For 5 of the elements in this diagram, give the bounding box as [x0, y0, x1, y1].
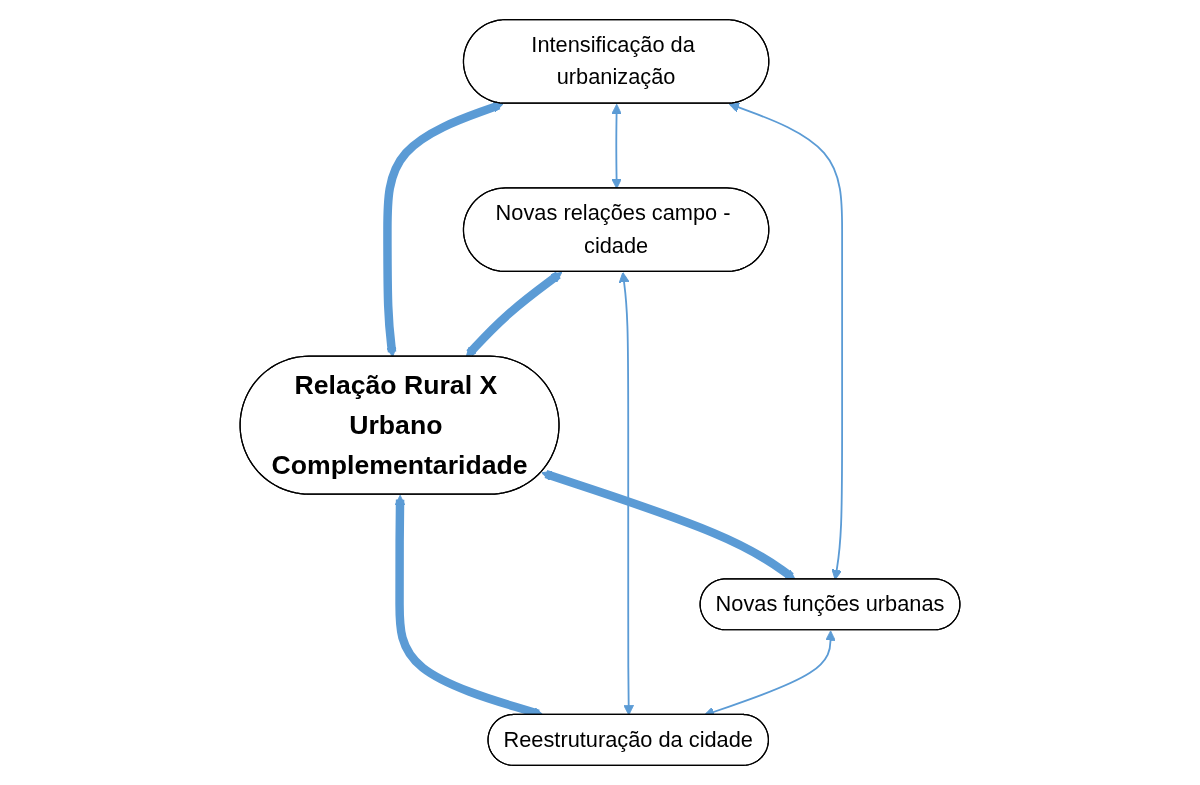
arrow: [728, 102, 843, 580]
arrow: [465, 271, 563, 358]
arrow: [611, 103, 622, 189]
arrow: [383, 101, 504, 358]
arrow: [618, 272, 634, 716]
